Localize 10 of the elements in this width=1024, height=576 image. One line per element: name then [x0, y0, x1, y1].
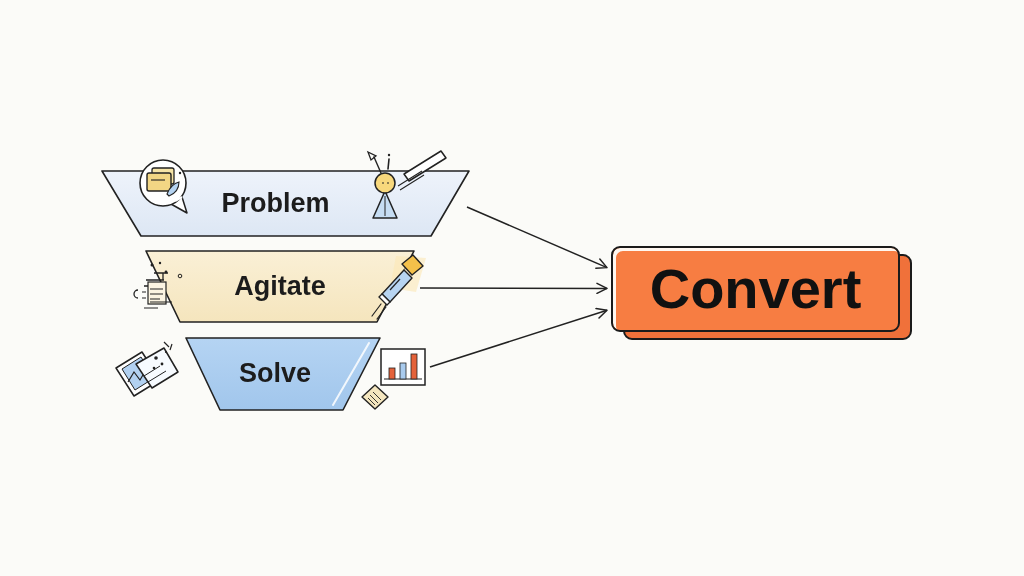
arrow [419, 282, 608, 295]
stage-label: Problem [221, 187, 330, 219]
stage-label: Agitate [234, 270, 326, 302]
arrow [466, 206, 608, 269]
action-card [611, 246, 912, 340]
funnel-stage [185, 337, 381, 411]
arrow [429, 307, 608, 368]
stage-label: Solve [238, 358, 311, 390]
funnel-stage [145, 250, 415, 323]
card-label: Convert [649, 258, 862, 320]
